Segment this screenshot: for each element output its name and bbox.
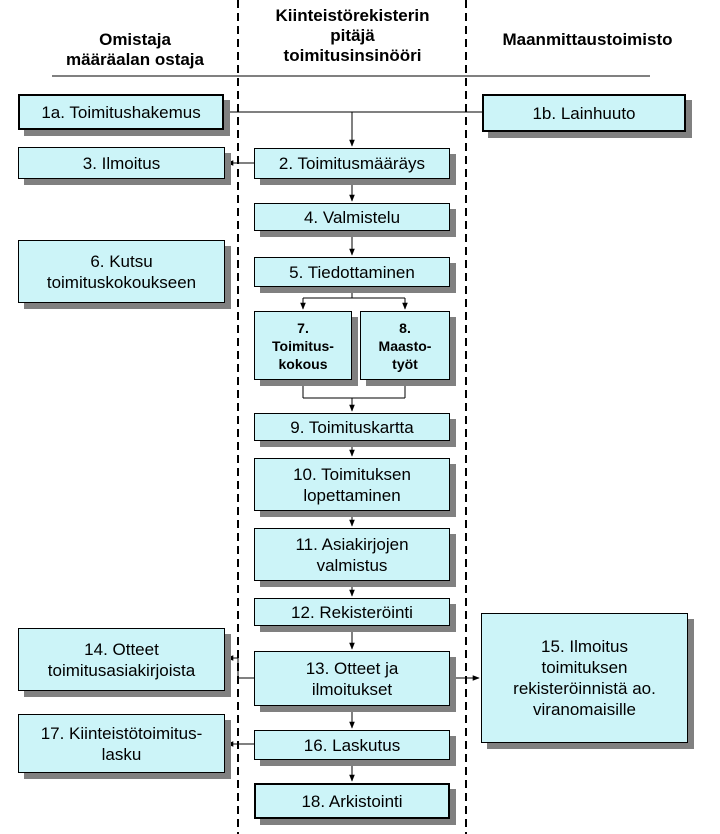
box-4-valmistelu: 4. Valmistelu: [254, 203, 450, 231]
box-5-tiedottaminen: 5. Tiedottaminen: [254, 257, 450, 287]
box-2-toimitusmaarays: 2. Toimitusmääräys: [254, 148, 450, 179]
lane-header-registry-keeper: Kiinteistörekisterin pitäjä toimitusinsi…: [275, 6, 430, 65]
box-6-kutsu-toimituskokoukseen: 6. Kutsu toimituskokoukseen: [18, 240, 225, 303]
box-1b-lainhuuto: 1b. Lainhuuto: [482, 94, 686, 132]
box-12-rekisterointi: 12. Rekisteröinti: [254, 598, 450, 626]
box-13-otteet-ja-ilmoitukset: 13. Otteet ja ilmoitukset: [254, 651, 450, 706]
lane-header-owner: Omistaja määräalan ostaja: [66, 30, 204, 69]
box-14-otteet-toimitusasiakirjoista: 14. Otteet toimitusasiakirjoista: [18, 628, 225, 691]
box-7-toimituskokous: 7. Toimitus- kokous: [254, 311, 352, 380]
box-18-arkistointi: 18. Arkistointi: [254, 783, 450, 819]
box-10-toimituksen-lopettaminen: 10. Toimituksen lopettaminen: [254, 458, 450, 511]
box-15-ilmoitus-viranomaisille: 15. Ilmoitus toimituksen rekisteröinnist…: [481, 613, 688, 743]
box-8-maastotyot: 8. Maasto- työt: [360, 311, 450, 380]
box-1a-toimitushakemus: 1a. Toimitushakemus: [18, 94, 224, 130]
lane-header-survey-office: Maanmittaustoimisto: [502, 30, 673, 49]
box-17-kiinteistotoimituslasku: 17. Kiinteistötoimitus- lasku: [18, 714, 225, 773]
box-11-asiakirjojen-valmistus: 11. Asiakirjojen valmistus: [254, 528, 450, 581]
box-3-ilmoitus: 3. Ilmoitus: [18, 147, 225, 179]
box-9-toimituskartta: 9. Toimituskartta: [254, 413, 450, 441]
box-16-laskutus: 16. Laskutus: [254, 730, 450, 760]
